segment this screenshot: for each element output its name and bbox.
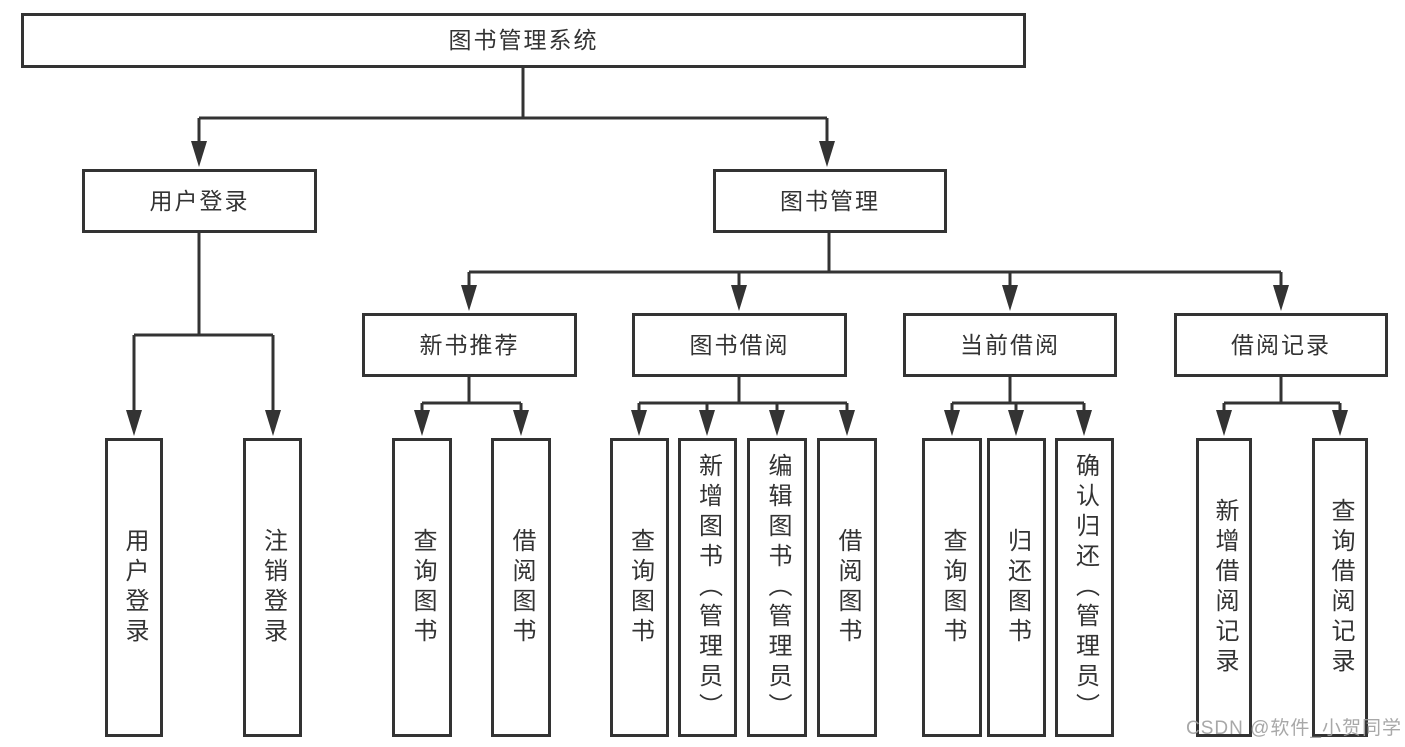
node-book-borrowing: 图书借阅 bbox=[632, 313, 847, 377]
leaf-query-books-borrowing: 查询图书 bbox=[610, 438, 669, 737]
node-book-management: 图书管理 bbox=[713, 169, 947, 233]
leaf-add-book-admin: 新增图书（管理员） bbox=[678, 438, 737, 737]
node-library-system: 图书管理系统 bbox=[21, 13, 1026, 68]
leaf-return-books: 归还图书 bbox=[987, 438, 1046, 737]
leaf-user-login: 用户登录 bbox=[105, 438, 163, 737]
leaf-borrow-books: 借阅图书 bbox=[817, 438, 877, 737]
leaf-add-borrow-record: 新增借阅记录 bbox=[1196, 438, 1252, 737]
node-user-login: 用户登录 bbox=[82, 169, 317, 233]
leaf-query-books-recommend: 查询图书 bbox=[392, 438, 452, 737]
leaf-query-books-current: 查询图书 bbox=[922, 438, 982, 737]
node-borrowing-records: 借阅记录 bbox=[1174, 313, 1388, 377]
leaf-borrow-books-recommend: 借阅图书 bbox=[491, 438, 551, 737]
arrowhead-icons bbox=[126, 141, 1348, 436]
leaf-query-borrow-record: 查询借阅记录 bbox=[1312, 438, 1368, 737]
node-new-book-recommendation: 新书推荐 bbox=[362, 313, 577, 377]
leaf-confirm-return-admin: 确认归还（管理员） bbox=[1055, 438, 1114, 737]
node-current-borrowing: 当前借阅 bbox=[903, 313, 1117, 377]
leaf-edit-book-admin: 编辑图书（管理员） bbox=[747, 438, 807, 737]
leaf-logout: 注销登录 bbox=[243, 438, 302, 737]
watermark: CSDN @软件_小贺同学 bbox=[1186, 718, 1402, 739]
